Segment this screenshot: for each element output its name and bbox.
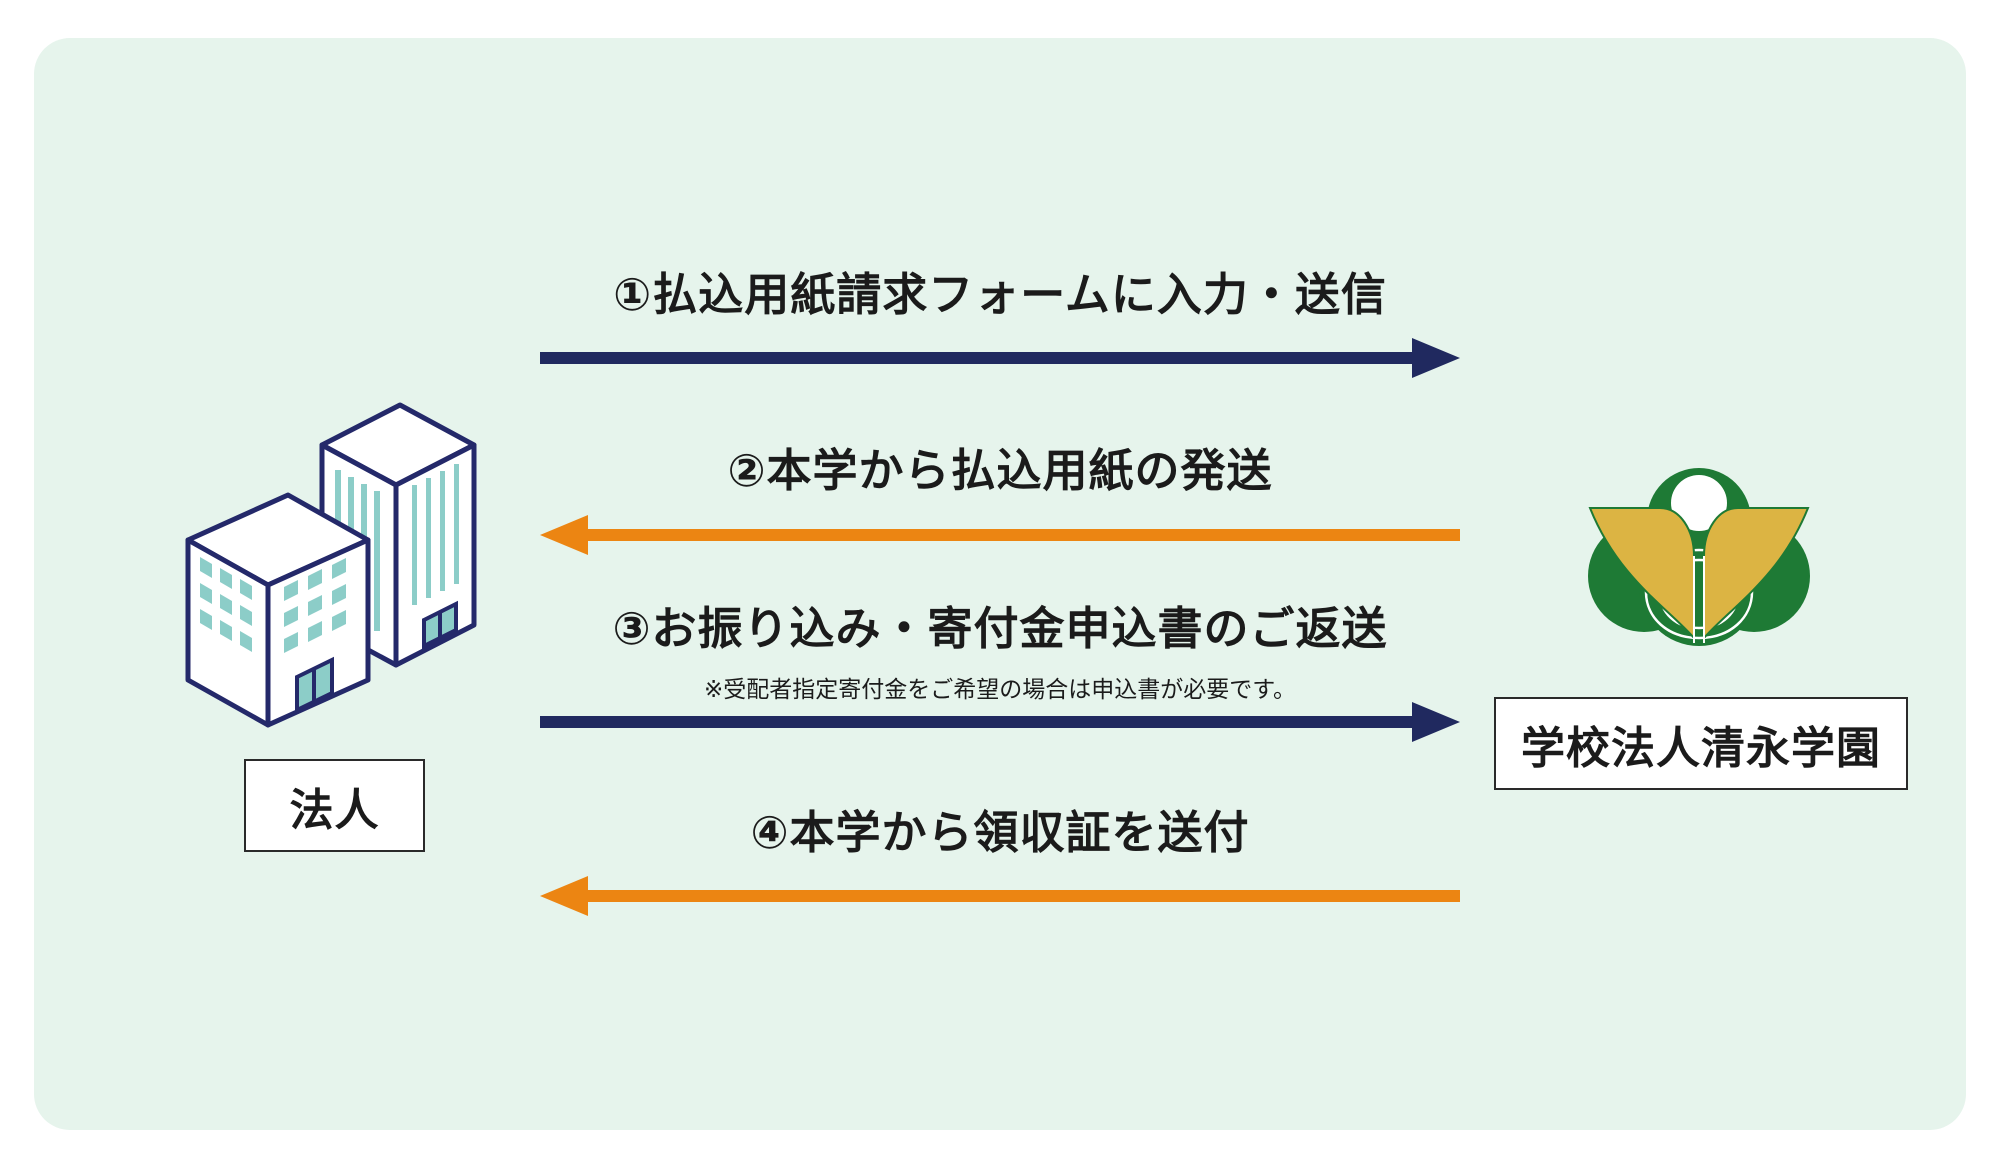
school-emblem-icon bbox=[1588, 468, 1810, 646]
corporation-label: 法人 bbox=[289, 784, 380, 836]
step-1-arrow bbox=[540, 338, 1460, 378]
step-3-note: ※受配者指定寄付金をご希望の場合は申込書が必要です。 bbox=[704, 677, 1296, 703]
step-3-label: ③お振り込み・寄付金申込書のご返送 bbox=[612, 602, 1388, 655]
step-2-arrow bbox=[540, 515, 1460, 555]
step-2-label: ②本学から払込用紙の発送 bbox=[727, 444, 1273, 497]
school-label-box: 学校法人清永学園 bbox=[1494, 697, 1908, 790]
school-label: 学校法人清永学園 bbox=[1521, 722, 1881, 774]
office-buildings-icon bbox=[185, 402, 477, 728]
step-4-label: ④本学から領収証を送付 bbox=[750, 806, 1250, 859]
step-1-label: ①払込用紙請求フォームに入力・送信 bbox=[613, 268, 1387, 321]
step-3-arrow bbox=[540, 702, 1460, 742]
step-4-arrow bbox=[540, 876, 1460, 916]
corporation-label-box: 法人 bbox=[244, 759, 425, 852]
